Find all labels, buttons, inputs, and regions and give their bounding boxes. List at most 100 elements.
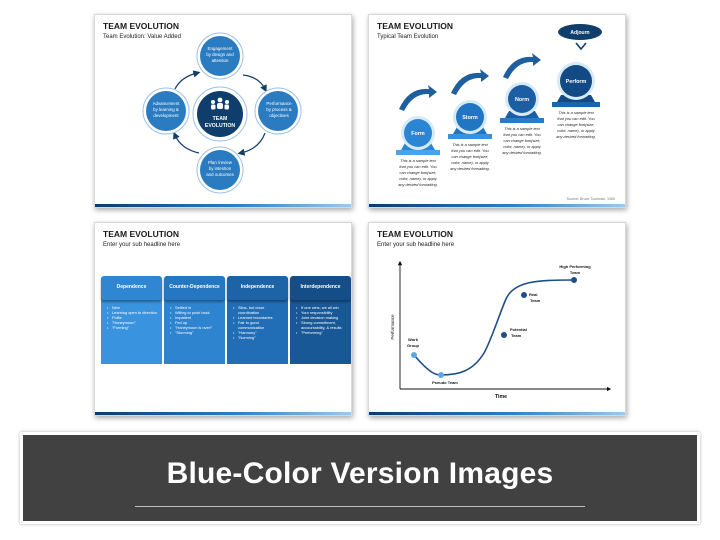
slide-thumbnail-columns[interactable]: TEAM EVOLUTION Enter your sub headline h…: [94, 222, 352, 416]
svg-text:Advancement: Advancement: [153, 101, 181, 106]
list-item: Learning open to direction: [107, 310, 158, 315]
list-item: Strong commitment, accountability, & res…: [296, 320, 347, 330]
svg-text:color, name), or apply: color, name), or apply: [399, 176, 437, 181]
banner: Blue-Color Version Images: [20, 432, 700, 524]
list-item: Polite: [107, 315, 158, 320]
list-item: Fed up: [170, 320, 221, 325]
column-counter-dependence: Counter-Dependence Settled in Willing to…: [164, 276, 225, 364]
label-group: Group: [407, 343, 420, 348]
slide-thumbnail-typical-evolution[interactable]: TEAM EVOLUTION Typical Team Evolution Ad…: [368, 14, 626, 208]
list-item: New: [107, 305, 158, 310]
slide-subtitle: Enter your sub headline here: [377, 242, 455, 248]
column-header: Independence: [227, 276, 288, 300]
slide-title: TEAM EVOLUTION: [377, 21, 454, 31]
adjourn-oval: [558, 24, 602, 40]
slide-thumbnail-performance-curve[interactable]: TEAM EVOLUTION Enter your sub headline h…: [368, 222, 626, 416]
svg-text:This is a sample text: This is a sample text: [558, 110, 594, 115]
column-interdependence: Interdependence If one wins, we all win …: [290, 276, 351, 364]
label-high-performing-team: Team: [570, 270, 581, 275]
list-item: "Harmony": [233, 330, 284, 335]
center-label-2: EVOLUTION: [205, 123, 236, 129]
label-real: Real: [529, 292, 537, 297]
banner-underline: [135, 506, 585, 507]
svg-text:can change font(size,: can change font(size,: [558, 122, 595, 127]
stage-desc-norm: This is a sample text that you can edit.…: [502, 126, 542, 155]
chevron-down-icon: [575, 42, 587, 51]
slide-footer-bar: [95, 412, 351, 415]
curved-arrow: [451, 69, 489, 95]
x-axis-label: Time: [495, 394, 507, 400]
column-dependence: Dependence New Learning open to directio…: [101, 276, 162, 364]
list-item: Willing to push back: [170, 310, 221, 315]
point-potential-team: [501, 332, 507, 338]
column-header: Counter-Dependence: [164, 276, 225, 300]
performance-curve: Time Performance Work Group Pseudo Team …: [390, 260, 612, 401]
svg-text:Norm: Norm: [515, 97, 529, 103]
svg-text:by process &: by process &: [266, 107, 291, 112]
svg-text:that you can edit. You: that you can edit. You: [399, 164, 437, 169]
point-high-performing: [571, 277, 577, 283]
label-work: Work: [408, 337, 419, 342]
list-item: Silos- but close coordination: [233, 305, 284, 315]
cycle-arrow: [237, 132, 266, 156]
list-item: Settled in: [170, 305, 221, 310]
list-item: "Forming": [107, 325, 158, 330]
svg-text:color, name), or apply: color, name), or apply: [503, 144, 541, 149]
svg-text:This is a sample text: This is a sample text: [452, 142, 488, 147]
center-label-1: TEAM: [213, 116, 228, 122]
cycle-arrow: [173, 131, 200, 154]
svg-text:Storm: Storm: [462, 115, 478, 121]
node-engagement: Engagement by design and attention: [196, 32, 244, 80]
list-item: Impatient: [170, 315, 221, 320]
svg-text:Engagement: Engagement: [208, 46, 234, 51]
svg-text:and outcomes: and outcomes: [206, 172, 234, 177]
column-independence: Independence Silos- but close coordinati…: [227, 276, 288, 364]
list-item: "Norming": [233, 335, 284, 340]
list-item: If one wins, we all win: [296, 305, 347, 310]
slide-subtitle: Enter your sub headline here: [103, 242, 181, 248]
point-work-group: [411, 352, 417, 358]
list-item: "Honeymoon": [107, 320, 158, 325]
team-icon: [211, 97, 229, 110]
label-high-performing: High Performing: [559, 264, 591, 269]
svg-text:Performance: Performance: [266, 101, 292, 106]
svg-text:that you can edit. You: that you can edit. You: [503, 132, 541, 137]
node-advancement: Advancement by learning & development: [142, 87, 190, 135]
cycle-diagram: TEAM EVOLUTION Engagement by design and …: [142, 32, 302, 194]
svg-text:Plan /review: Plan /review: [208, 160, 233, 165]
label-potential-team: Team: [511, 333, 522, 338]
svg-text:Form: Form: [411, 131, 425, 137]
stage-form: Form: [396, 116, 440, 155]
label-pseudo: Pseudo Team: [432, 380, 458, 385]
list-item: "Performing": [296, 330, 347, 335]
svg-text:can change font(size,: can change font(size,: [504, 138, 541, 143]
stage-desc-form: This is a sample text that you can edit.…: [398, 158, 438, 187]
point-pseudo-team: [438, 372, 444, 378]
label-real-team: Team: [530, 298, 541, 303]
svg-text:Perform: Perform: [566, 79, 587, 85]
svg-text:attention: attention: [212, 58, 229, 63]
slide-title: TEAM EVOLUTION: [103, 21, 180, 31]
node-plan-review: Plan /review by intention and outcomes: [196, 146, 244, 194]
slide-title: TEAM EVOLUTION: [377, 229, 454, 239]
svg-text:color, name), or apply: color, name), or apply: [557, 128, 595, 133]
column-header: Interdependence: [290, 276, 351, 300]
curve-line: [413, 279, 576, 376]
slide-thumbnail-value-added[interactable]: TEAM EVOLUTION Team Evolution: Value Add…: [94, 14, 352, 208]
banner-title: Blue-Color Version Images: [166, 457, 554, 490]
svg-text:by design and: by design and: [206, 52, 234, 57]
cycle-arrow: [174, 70, 201, 90]
adjourn-label: Adjourn: [570, 30, 589, 36]
stage-storm: Storm: [448, 100, 492, 139]
svg-text:objectives: objectives: [269, 113, 289, 118]
column-header: Dependence: [101, 276, 162, 300]
stage-perform: Perform: [552, 62, 600, 107]
svg-text:that you can edit. You: that you can edit. You: [557, 116, 595, 121]
svg-text:any desired formatting.: any desired formatting.: [450, 166, 490, 171]
y-axis-label: Performance: [390, 314, 395, 340]
svg-text:any desired formatting.: any desired formatting.: [502, 150, 542, 155]
list-item: "Storming": [170, 330, 221, 335]
svg-text:development: development: [153, 113, 179, 118]
svg-text:that you can edit. You: that you can edit. You: [451, 148, 489, 153]
svg-text:This is a sample text: This is a sample text: [400, 158, 436, 163]
